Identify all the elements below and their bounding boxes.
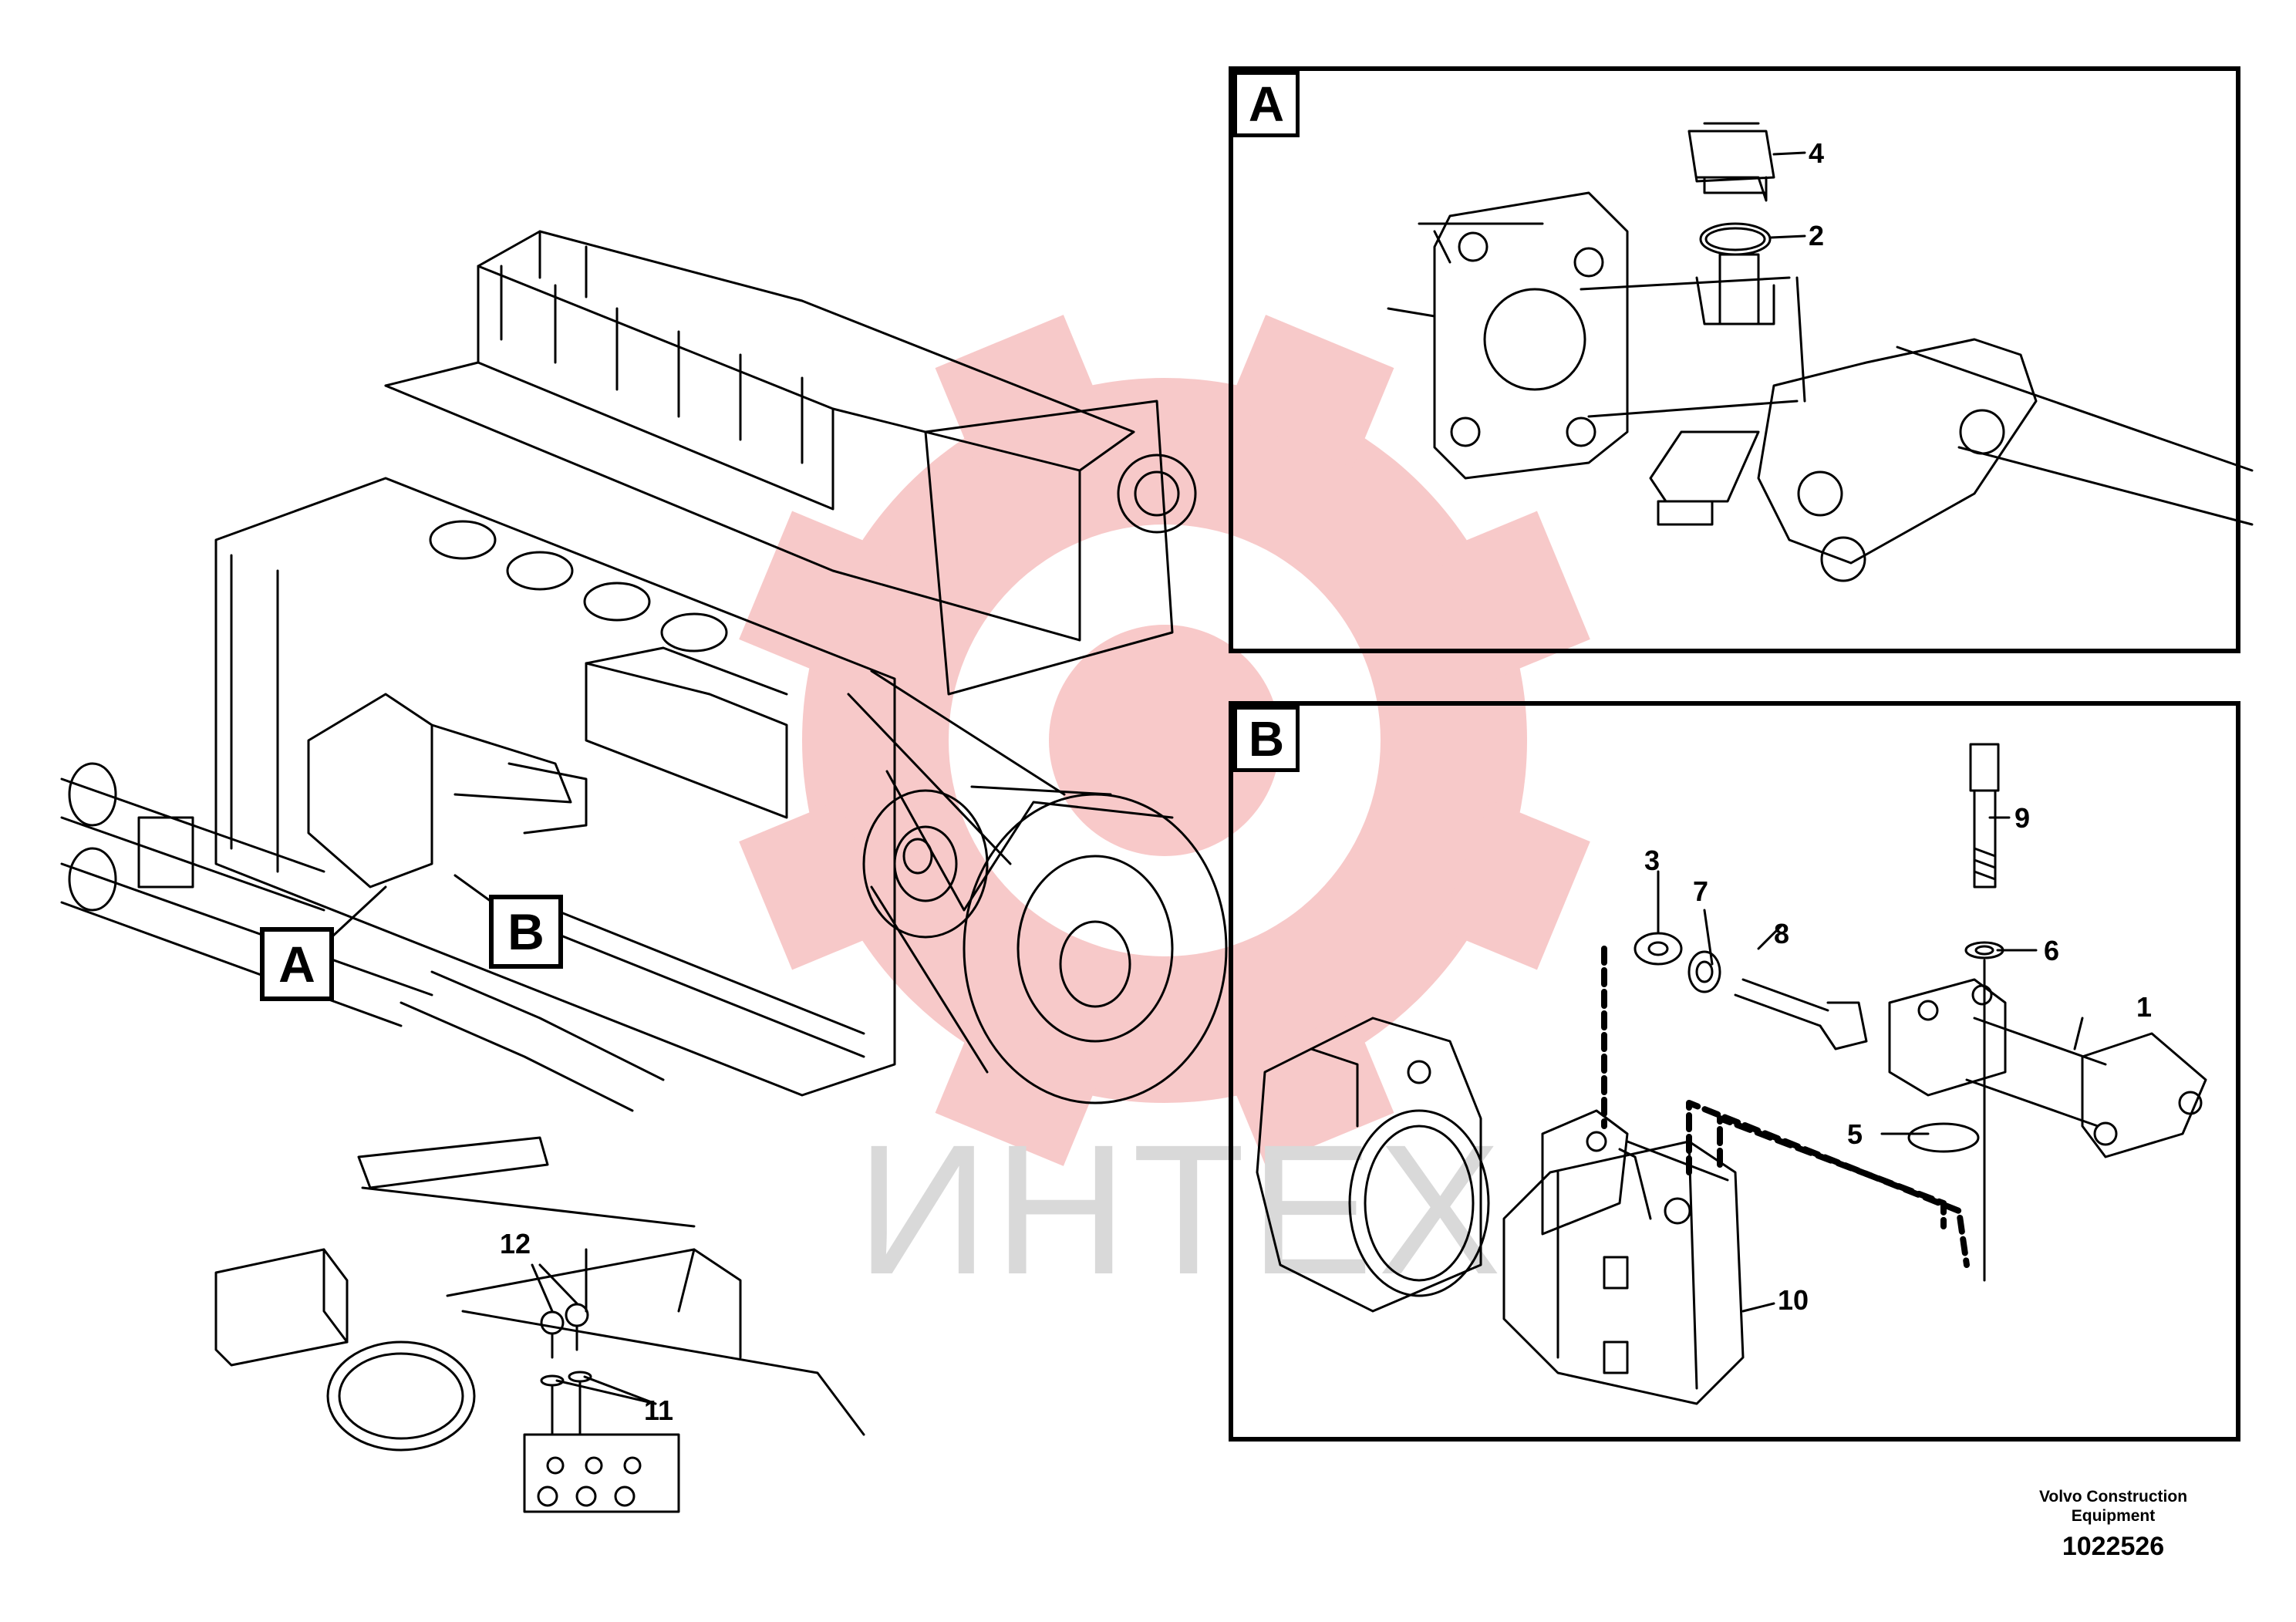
bottom-detail-drawing xyxy=(214,1248,865,1513)
part-number-9: 9 xyxy=(2014,802,2031,834)
callout-a[interactable]: A xyxy=(260,927,334,1001)
detail-a-label: A xyxy=(1233,71,1300,137)
part-number-7: 7 xyxy=(1693,875,1709,907)
detail-b-panel: B xyxy=(1229,701,2240,1442)
part-number-4: 4 xyxy=(1809,137,1825,169)
engine-drawing xyxy=(60,230,1228,1228)
drawing-footer: Volvo Construction Equipment 1022526 xyxy=(1974,1487,2252,1562)
part-number-10: 10 xyxy=(1778,1284,1809,1316)
detail-a-drawing xyxy=(1387,122,2254,582)
brand-line-1: Volvo Construction xyxy=(2038,1488,2188,1506)
watermark-text: ИНТЕХ xyxy=(856,1106,1506,1313)
part-number-12: 12 xyxy=(500,1228,531,1259)
part-number-3: 3 xyxy=(1644,845,1660,876)
part-number-6: 6 xyxy=(2044,935,2060,966)
brand-line-2: Equipment xyxy=(2071,1507,2156,1525)
callout-b[interactable]: B xyxy=(489,895,563,969)
part-number-5: 5 xyxy=(1847,1118,1863,1150)
drawing-number: 1022526 xyxy=(2062,1532,2165,1561)
part-number-8: 8 xyxy=(1774,918,1790,949)
part-number-1: 1 xyxy=(2136,991,2153,1023)
detail-a-panel: A xyxy=(1229,66,2240,653)
detail-b-label: B xyxy=(1233,706,1300,772)
part-number-2: 2 xyxy=(1809,220,1825,251)
detail-b-drawing xyxy=(1256,743,2207,1405)
part-number-11: 11 xyxy=(644,1394,674,1426)
